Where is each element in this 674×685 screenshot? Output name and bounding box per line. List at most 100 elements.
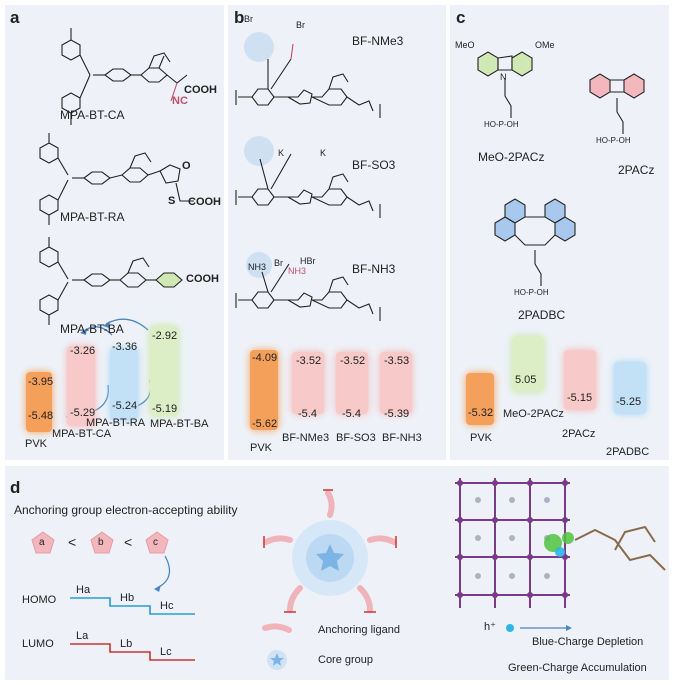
lumo-lb: Lb	[120, 638, 133, 650]
level-b-pvk-lumo: -4.09	[252, 352, 278, 364]
level-c-pvk: -5.32	[468, 407, 494, 419]
group-nh3-2: NH3	[288, 266, 307, 276]
energy-bar-c-2padbc	[614, 362, 646, 414]
molecule-name-bf-nme3: BF-NMe3	[352, 34, 404, 48]
axis-label-a-ca: MPA-BT-CA	[52, 428, 112, 440]
lumo-label: LUMO	[22, 638, 54, 650]
badge-a: a	[39, 537, 45, 548]
group-phosphonic-3: HO-P-OH	[514, 288, 549, 297]
homo-hc: Hc	[160, 600, 174, 612]
legend-core-group: Core group	[318, 654, 374, 666]
panel-a-oxygen-label: O	[182, 160, 191, 172]
energy-bar-a-mpa-bt-ba	[150, 326, 178, 416]
ion-br-2: Br	[296, 20, 305, 30]
lumo-la: La	[76, 630, 89, 642]
molecule-name-bf-nh3: BF-NH3	[352, 262, 396, 276]
energy-bar-b-nme3	[292, 352, 324, 414]
axis-label-c-pvk: PVK	[470, 432, 493, 444]
panel-a-cooh-label-2: COOH	[188, 196, 221, 208]
molecule-name-2pacz: 2PACz	[618, 163, 655, 177]
level-b-nh3-lumo: -3.53	[384, 355, 410, 367]
charge-green-accumulation: Green-Charge Accumulation	[508, 662, 647, 674]
panel-b-label: b	[234, 8, 245, 27]
molecule-name-mpa-bt-ra: MPA-BT-RA	[60, 210, 125, 224]
homo-hb: Hb	[120, 592, 135, 604]
axis-label-c-2padbc: 2PADBC	[606, 446, 650, 458]
level-a-ra-homo: -5.24	[112, 400, 138, 412]
ion-br-1: Br	[244, 14, 253, 24]
panel-d-label: d	[10, 478, 21, 497]
axis-label-b-nh3: BF-NH3	[382, 432, 422, 444]
energy-bar-c-pvk	[466, 373, 494, 425]
less-than-2: <	[124, 534, 133, 550]
energy-bar-b-nh3	[380, 352, 412, 414]
legend-anchoring-ligand: Anchoring ligand	[318, 624, 400, 636]
panel-a-nc-label: NC	[172, 95, 188, 107]
axis-label-a-ra: MPA-BT-RA	[86, 417, 146, 429]
energy-bar-a-mpa-bt-ra	[110, 348, 138, 420]
group-nh3-1: NH3	[248, 262, 267, 272]
axis-label-a-pvk: PVK	[25, 438, 48, 450]
lumo-lc: Lc	[160, 646, 172, 658]
panel-d-title: Anchoring group electron-accepting abili…	[14, 503, 238, 517]
axis-label-b-pvk: PVK	[250, 442, 273, 454]
level-c-meo-2pacz: 5.05	[515, 374, 537, 386]
badge-b: b	[98, 537, 104, 548]
level-c-2padbc: -5.25	[616, 396, 642, 408]
energy-bar-b-pvk	[250, 350, 278, 430]
level-a-ca-lumo: -3.26	[70, 345, 96, 357]
level-b-nme3-lumo: -3.52	[296, 355, 322, 367]
axis-label-a-ba: MPA-BT-BA	[150, 418, 209, 430]
panel-a-cooh-label-1: COOH	[184, 84, 217, 96]
axis-label-b-nme3: BF-NMe3	[282, 432, 330, 444]
axis-label-c-2pacz: 2PACz	[562, 428, 596, 440]
panel-a-sulfur-label: S	[168, 195, 176, 207]
ion-k-2: K	[320, 148, 327, 158]
level-a-pvk-lumo: -3.95	[28, 376, 54, 388]
group-phosphonic-1: HO-P-OH	[484, 120, 519, 129]
molecule-name-2padbc: 2PADBC	[518, 308, 566, 322]
molecule-name-mpa-bt-ba: MPA-BT-BA	[60, 322, 124, 336]
ion-br-3: Br	[274, 258, 283, 268]
level-b-so3-lumo: -3.52	[340, 355, 366, 367]
level-b-nme3-homo: -5.4	[298, 408, 317, 420]
charge-blue-depletion: Blue-Charge Depletion	[532, 636, 644, 648]
ion-k-1: K	[278, 148, 285, 158]
level-a-ca-homo: -5.29	[70, 407, 96, 419]
group-phosphonic-2: HO-P-OH	[596, 136, 631, 145]
group-ome: OMe	[535, 40, 555, 50]
molecule-name-meo-2pacz: MeO-2PACz	[478, 150, 545, 164]
ion-hbr: HBr	[300, 256, 316, 266]
level-b-nh3-homo: -5.39	[384, 408, 410, 420]
axis-label-b-so3: BF-SO3	[336, 432, 376, 444]
energy-bar-c-2pacz	[564, 350, 596, 410]
level-a-ba-lumo: -2.92	[152, 330, 178, 342]
group-n-c: N	[500, 72, 507, 82]
homo-label: HOMO	[22, 594, 57, 606]
level-a-ba-homo: -5.19	[152, 403, 178, 415]
energy-bar-a-pvk	[26, 372, 52, 432]
axis-label-c-meo-2pacz: MeO-2PACz	[503, 408, 564, 420]
level-a-pvk-homo: -5.48	[28, 410, 54, 422]
less-than-1: <	[68, 534, 77, 550]
badge-c: c	[153, 537, 158, 548]
charge-h-plus: h⁺	[484, 621, 496, 633]
panel-a-label: a	[10, 8, 20, 27]
panel-c-label: c	[456, 8, 466, 27]
homo-ha: Ha	[76, 584, 91, 596]
energy-bar-c-meo-2pacz	[512, 336, 544, 392]
molecule-name-mpa-bt-ca: MPA-BT-CA	[60, 108, 125, 122]
panel-a-cooh-label-3: COOH	[186, 273, 219, 285]
level-c-2pacz: -5.15	[567, 392, 593, 404]
level-b-so3-homo: -5.4	[342, 408, 361, 420]
energy-bar-b-so3	[336, 352, 368, 414]
energy-bar-a-mpa-bt-ca	[67, 346, 95, 426]
level-a-ra-lumo: -3.36	[112, 341, 138, 353]
group-meo: MeO	[455, 40, 475, 50]
molecule-name-bf-so3: BF-SO3	[352, 158, 396, 172]
level-b-pvk-homo: -5.62	[252, 418, 278, 430]
